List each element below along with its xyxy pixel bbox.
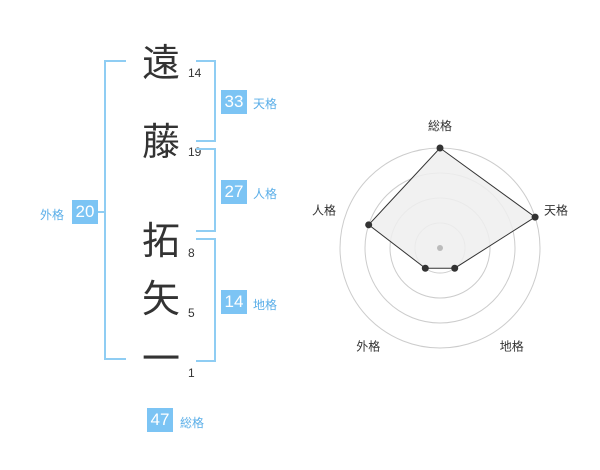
- tenkaku-bracket: [196, 60, 216, 142]
- chikaku-value: 14: [221, 290, 247, 314]
- radar-point: [436, 144, 444, 152]
- chikaku-label: 地格: [253, 298, 278, 312]
- jinkaku-value: 27: [221, 180, 247, 204]
- given-char-3: 一: [141, 337, 180, 381]
- soukaku-label: 総格: [180, 416, 205, 430]
- chikaku-bracket: [196, 238, 216, 362]
- gaikaku-label: 外格: [40, 208, 65, 222]
- given-strokes-2: 5: [188, 306, 195, 320]
- jinkaku-label: 人格: [253, 187, 278, 201]
- gaikaku-value: 20: [72, 200, 98, 224]
- radar-axis-label: 地格: [500, 339, 524, 354]
- radar-point: [421, 264, 429, 272]
- radar-area: [367, 147, 536, 269]
- radar-center: [437, 245, 443, 251]
- soukaku-value: 47: [147, 408, 173, 432]
- gaikaku-bracket-bottom: [104, 298, 126, 360]
- surname-strokes-1: 14: [188, 66, 202, 80]
- radar-axis-label: 外格: [356, 339, 380, 354]
- given-char-2: 矢: [141, 277, 180, 321]
- radar-axis-label: 総格: [428, 118, 452, 133]
- tenkaku-label: 天格: [253, 97, 278, 111]
- radar-point: [365, 221, 373, 229]
- given-char-1: 拓: [141, 219, 180, 263]
- gaikaku-connector: [98, 211, 106, 213]
- given-strokes-1: 8: [188, 246, 195, 260]
- jinkaku-bracket: [196, 148, 216, 232]
- radar-point: [531, 213, 539, 221]
- gaikaku-bracket-top: [104, 60, 126, 300]
- radar-axis-label: 人格: [312, 202, 336, 217]
- radar-axis-label: 天格: [544, 202, 568, 217]
- radar-point: [451, 264, 459, 272]
- tenkaku-value: 33: [221, 90, 247, 114]
- surname-char-1: 遠: [141, 41, 180, 85]
- surname-char-2: 藤: [141, 120, 180, 164]
- given-strokes-3: 1: [188, 366, 195, 380]
